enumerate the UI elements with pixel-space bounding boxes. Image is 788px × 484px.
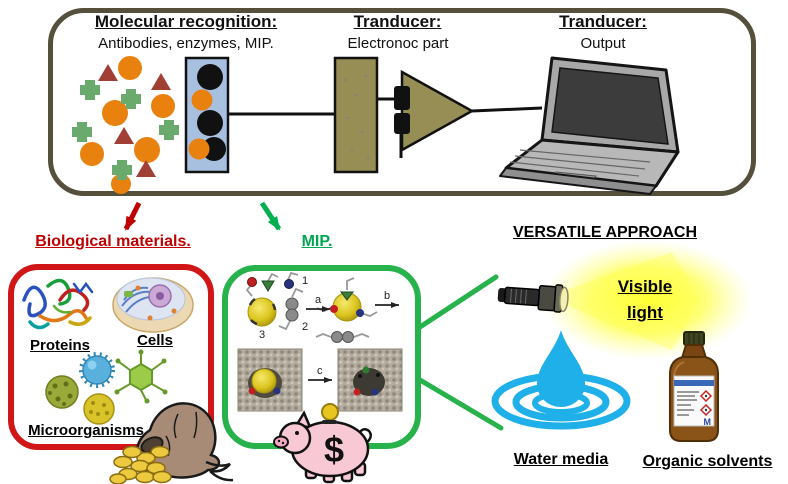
svg-text:1: 1 [302,275,308,287]
money-bag-icon [109,402,234,484]
versatile-approach-title: VERSATILE APPROACH [512,224,697,241]
svg-text:M: M [704,417,712,427]
water-media-label: Water media [513,451,609,468]
connector-lines [417,274,504,431]
transducer-output-subtitle: Output [580,35,626,52]
biological-materials-label: Biological materials. [35,233,191,250]
svg-text:3: 3 [259,329,265,341]
transducer-electronic-title: Tranducer: [353,12,442,31]
flashlight-icon [497,284,569,313]
piggy-bank-icon: $ [273,403,373,484]
amplifier-icon [394,69,475,153]
cell-image [112,277,194,333]
mip-label: MIP. [301,233,333,250]
microorganisms-image [45,349,168,425]
analyte-shapes [72,56,179,194]
red-arrow-icon [123,201,142,231]
protein-structure-image [22,278,94,330]
svg-text:c: c [317,365,323,377]
microorganisms-label: Microorganisms [28,422,144,439]
recognition-column-icon [184,56,230,174]
light-glow [543,240,753,360]
svg-text:a: a [315,294,322,306]
cells-label: Cells [137,332,173,349]
electronic-unit-icon [333,56,379,174]
sensor-wires [228,97,543,158]
sensor-scheme-box [48,8,756,196]
proteins-label: Proteins [29,337,90,354]
svg-text:b: b [384,290,390,302]
molecular-recognition-title: Molecular recognition: [94,12,278,31]
molecular-recognition-subtitle: Antibodies, enzymes, MIP. [98,35,274,52]
mip-scheme-image: 1 2 3 a b c [237,271,403,412]
organic-solvents-label: Organic solvents [642,453,773,470]
transducer-output-title: Tranducer: [559,12,647,31]
visible-light-line1: Visible [617,277,673,296]
svg-text:2: 2 [302,321,308,333]
green-arrow-icon [259,201,282,231]
svg-text:$: $ [324,429,344,470]
solvent-bottle-icon: M [669,331,719,442]
transducer-electronic-subtitle: Electronoc part [347,35,449,52]
visible-light-line2: light [627,303,663,322]
biological-materials-box [8,264,214,450]
water-drop-icon [491,330,631,430]
laptop-icon [499,56,680,195]
